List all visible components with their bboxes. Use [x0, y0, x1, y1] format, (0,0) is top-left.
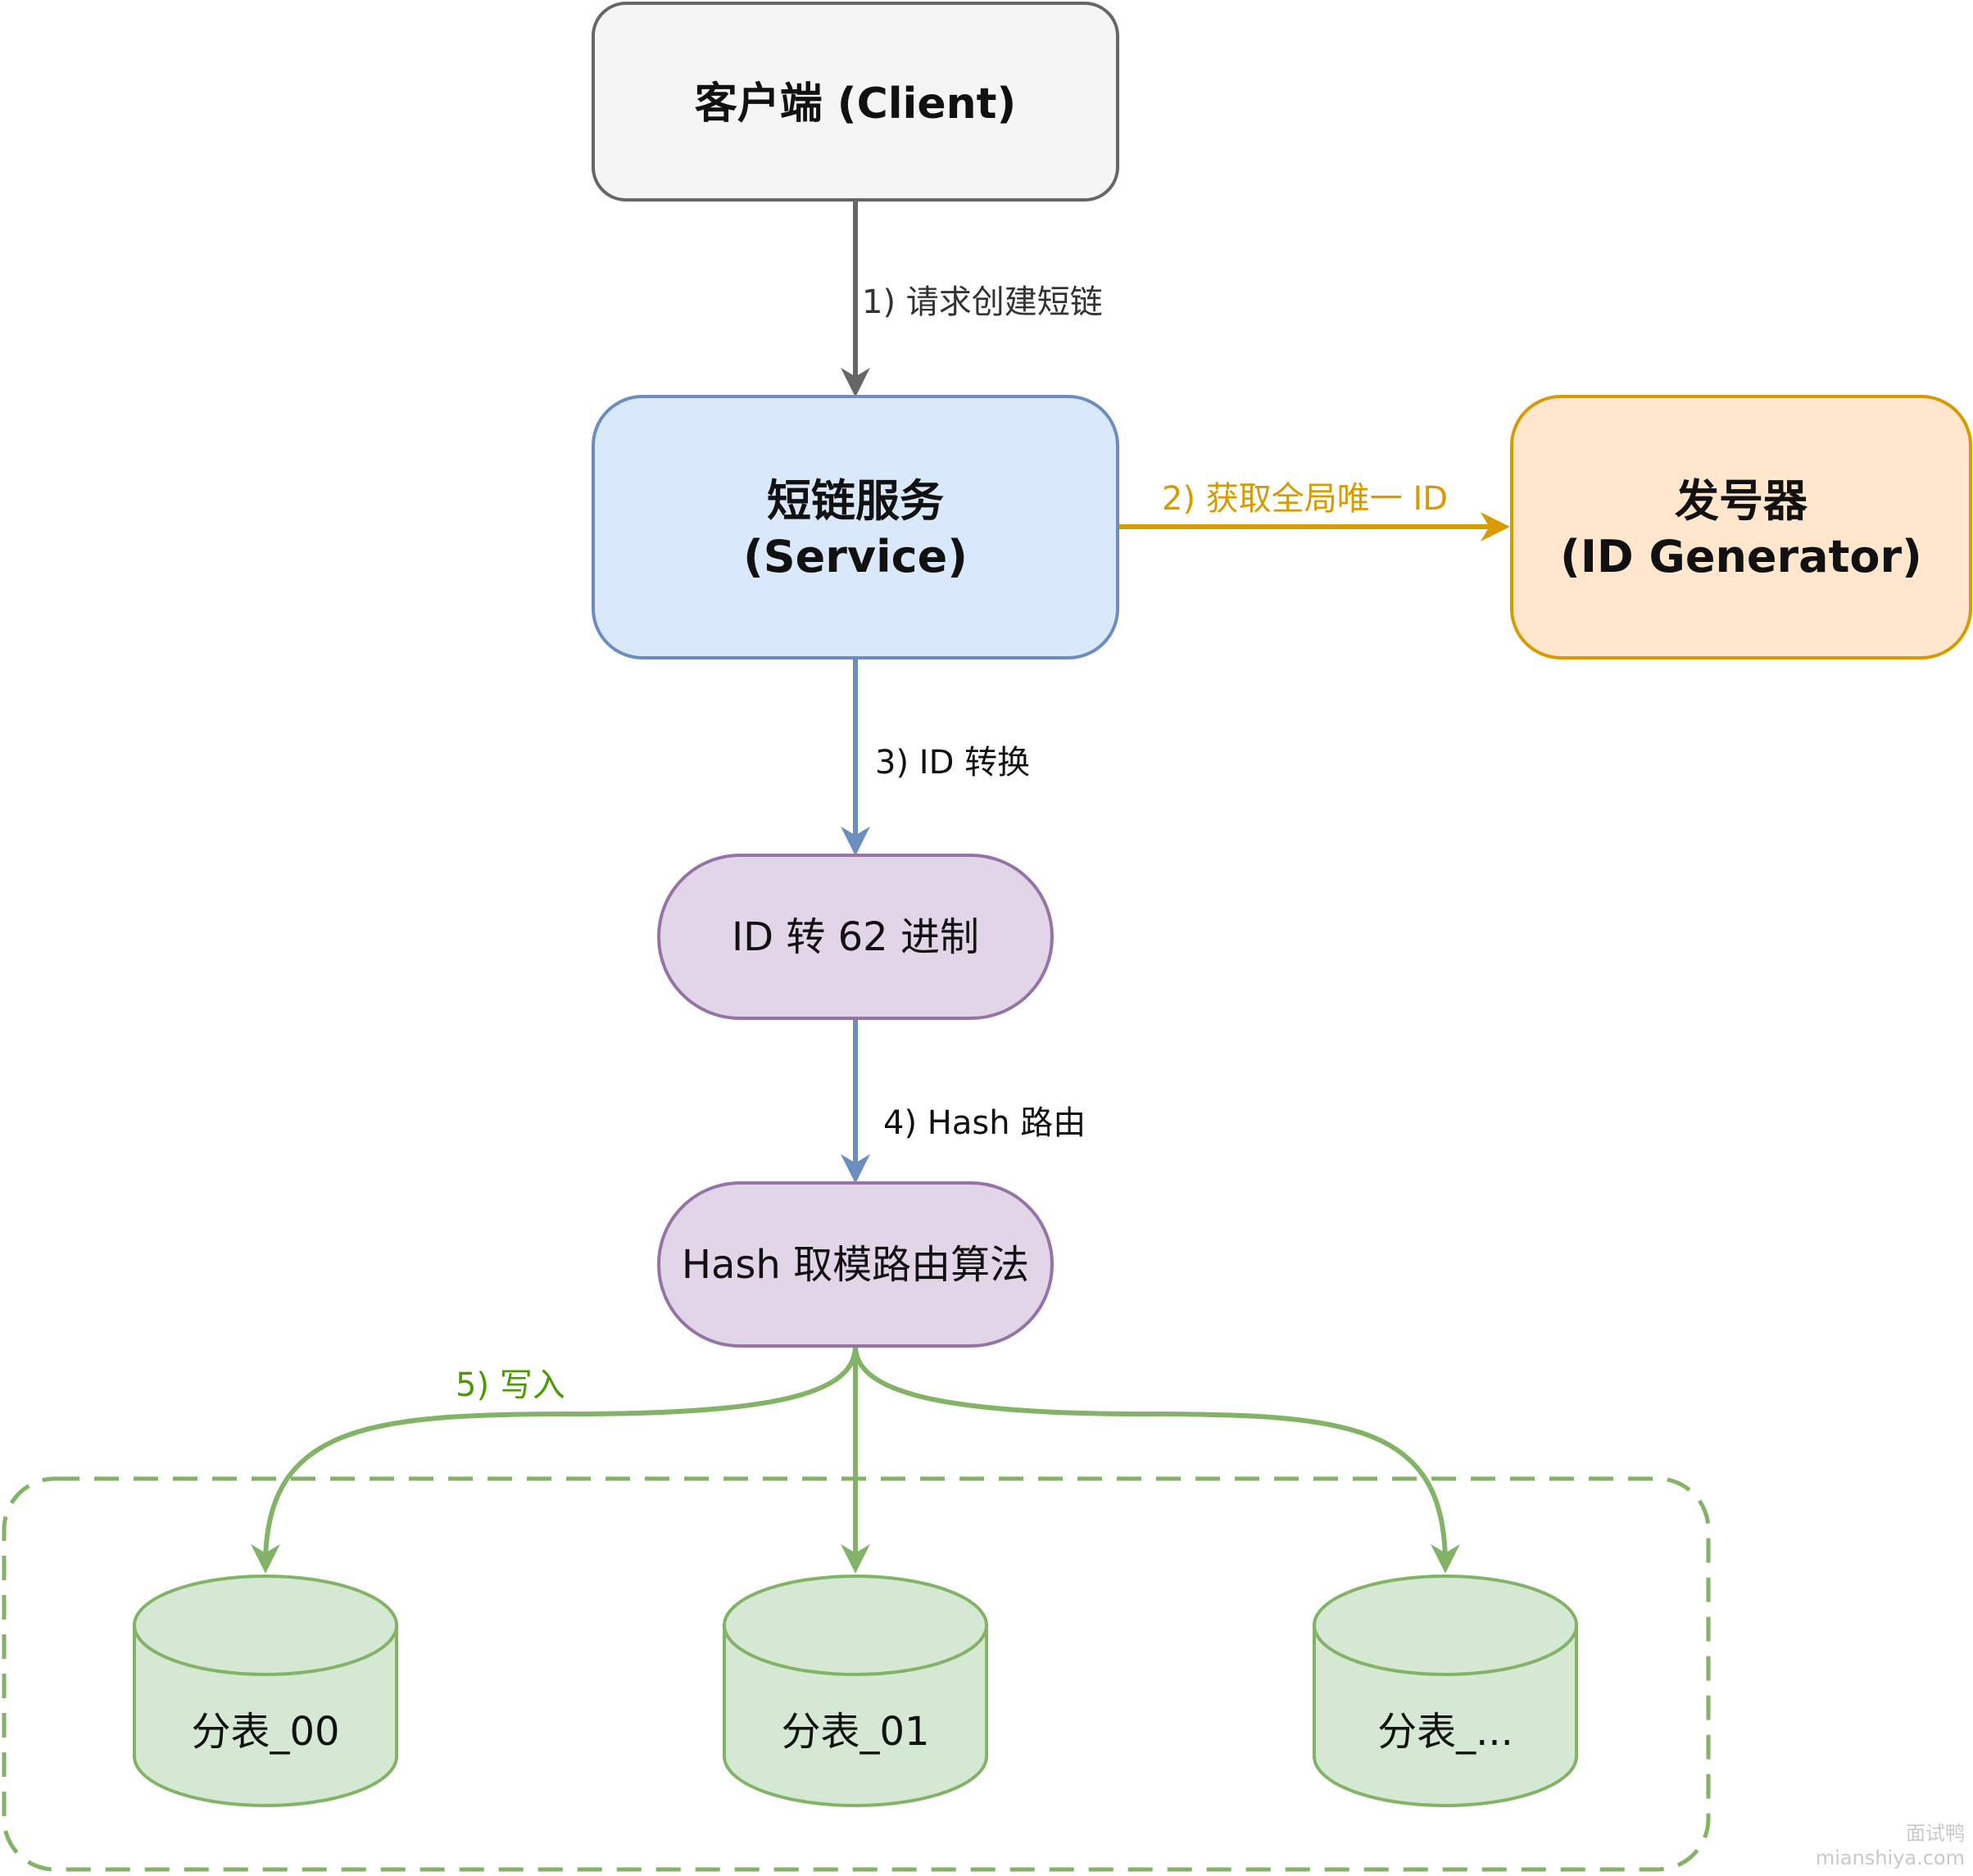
- edge-label-request: 1) 请求创建短链: [862, 283, 1103, 321]
- shard-00-cylinder: [133, 1575, 398, 1807]
- id-generator-label-line2: (ID Generator): [1560, 531, 1922, 582]
- client-node: [592, 2, 1119, 202]
- base62-label: ID 转 62 进制: [732, 914, 979, 960]
- edge-label-route: 4) Hash 路由: [883, 1104, 1086, 1142]
- watermark-line2: mianshiya.com: [1816, 1847, 1965, 1869]
- base62-node: [657, 854, 1054, 1020]
- shard-00-label: 分表_00: [191, 1709, 339, 1755]
- edge-label-get-id: 2) 获取全局唯一 ID: [1162, 480, 1448, 518]
- edge-label-write: 5) 写入: [456, 1366, 565, 1404]
- client-label: 客户端 (Client): [695, 79, 1017, 129]
- edge-label-convert: 3) ID 转换: [875, 744, 1030, 782]
- id-generator-node: [1510, 395, 1972, 659]
- hash-router-label: Hash 取模路由算法: [682, 1242, 1029, 1288]
- shard-01-cylinder: [723, 1575, 988, 1807]
- service-node: [592, 395, 1119, 659]
- watermark-line1: 面试鸭: [1906, 1822, 1965, 1845]
- service-label-line1: 短链服务: [767, 475, 944, 527]
- edge-write-shard-00: [251, 1345, 858, 1574]
- hash-router-node: [657, 1181, 1054, 1348]
- edge-write-shard-n: [853, 1345, 1460, 1574]
- service-label-line2: (Service): [743, 531, 968, 582]
- id-generator-label-line1: 发号器: [1675, 475, 1808, 527]
- shard-n-cylinder: [1313, 1575, 1578, 1807]
- shard-01-label: 分表_01: [781, 1709, 929, 1755]
- shard-n-label: 分表_...: [1377, 1709, 1513, 1755]
